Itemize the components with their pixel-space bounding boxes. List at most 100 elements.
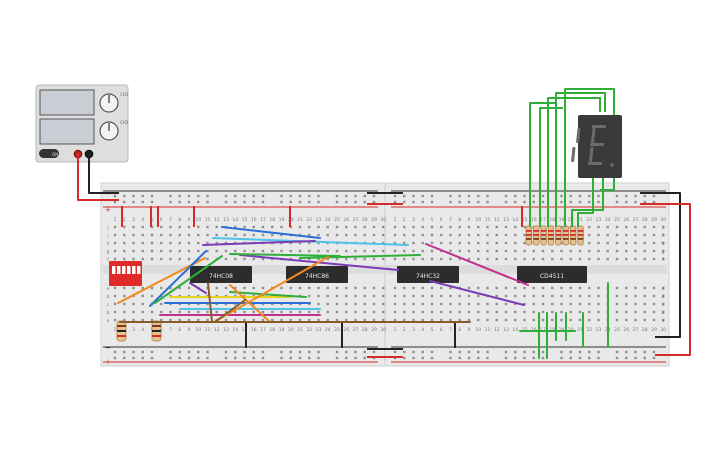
breadboard-hole[interactable]: [289, 241, 292, 245]
breadboard-hole[interactable]: [467, 294, 471, 298]
breadboard-hole[interactable]: [224, 356, 228, 360]
breadboard-hole[interactable]: [169, 249, 172, 253]
breadboard-hole[interactable]: [206, 249, 209, 253]
breadboard-hole[interactable]: [160, 318, 163, 322]
breadboard-hole[interactable]: [393, 200, 397, 204]
breadboard-hole[interactable]: [597, 194, 600, 198]
breadboard-hole[interactable]: [634, 356, 637, 360]
breadboard-hole[interactable]: [652, 310, 656, 314]
breadboard-hole[interactable]: [113, 356, 117, 360]
breadboard-hole[interactable]: [421, 233, 424, 237]
breadboard-hole[interactable]: [345, 294, 348, 298]
breadboard-hole[interactable]: [486, 233, 489, 237]
breadboard-hole[interactable]: [169, 318, 172, 322]
breadboard-hole[interactable]: [261, 350, 265, 354]
breadboard-hole[interactable]: [224, 350, 228, 354]
breadboard-hole[interactable]: [514, 350, 517, 354]
breadboard-hole[interactable]: [141, 249, 144, 253]
breadboard-hole[interactable]: [569, 302, 572, 306]
breadboard-hole[interactable]: [662, 225, 665, 229]
breadboard-hole[interactable]: [541, 302, 545, 306]
breadboard-hole[interactable]: [523, 241, 526, 245]
breadboard-hole[interactable]: [532, 194, 535, 198]
breadboard-hole[interactable]: [412, 356, 415, 360]
breadboard-hole[interactable]: [532, 286, 535, 290]
dip-toggle[interactable]: [137, 266, 141, 274]
breadboard-hole[interactable]: [178, 225, 181, 229]
chip-74hc32[interactable]: 74HC32: [397, 266, 459, 283]
breadboard-hole[interactable]: [289, 350, 292, 354]
breadboard-hole[interactable]: [634, 200, 637, 204]
breadboard-hole[interactable]: [150, 318, 154, 322]
breadboard-hole[interactable]: [588, 318, 591, 322]
breadboard-hole[interactable]: [662, 257, 665, 261]
breadboard-hole[interactable]: [440, 318, 443, 322]
breadboard-hole[interactable]: [430, 233, 434, 237]
wire-red[interactable]: [640, 203, 691, 356]
breadboard-hole[interactable]: [578, 249, 582, 253]
breadboard-hole[interactable]: [486, 225, 489, 229]
breadboard-hole[interactable]: [187, 310, 191, 314]
breadboard-hole[interactable]: [150, 233, 154, 237]
breadboard-hole[interactable]: [187, 318, 191, 322]
breadboard-hole[interactable]: [615, 286, 619, 290]
breadboard-hole[interactable]: [178, 249, 181, 253]
breadboard-hole[interactable]: [234, 310, 237, 314]
breadboard-hole[interactable]: [354, 233, 357, 237]
breadboard-hole[interactable]: [298, 318, 302, 322]
breadboard-hole[interactable]: [354, 318, 357, 322]
breadboard-hole[interactable]: [141, 310, 144, 314]
breadboard-hole[interactable]: [643, 257, 646, 261]
breadboard-hole[interactable]: [615, 310, 619, 314]
breadboard-hole[interactable]: [150, 241, 154, 245]
breadboard-hole[interactable]: [345, 286, 348, 290]
breadboard-hole[interactable]: [625, 310, 628, 314]
breadboard-hole[interactable]: [541, 294, 545, 298]
breadboard-hole[interactable]: [541, 257, 545, 261]
breadboard-hole[interactable]: [606, 249, 609, 253]
breadboard-hole[interactable]: [234, 318, 237, 322]
breadboard-hole[interactable]: [363, 200, 366, 204]
breadboard-hole[interactable]: [141, 350, 144, 354]
breadboard-hole[interactable]: [504, 249, 508, 253]
breadboard-hole[interactable]: [234, 257, 237, 261]
power-supply[interactable]: CH1 CH2 ON: [35, 84, 129, 163]
breadboard-hole[interactable]: [252, 310, 255, 314]
breadboard-hole[interactable]: [430, 356, 434, 360]
breadboard-hole[interactable]: [123, 286, 126, 290]
breadboard-hole[interactable]: [243, 310, 246, 314]
breadboard-hole[interactable]: [372, 310, 376, 314]
breadboard-hole[interactable]: [430, 286, 434, 290]
breadboard-hole[interactable]: [458, 302, 461, 306]
breadboard-hole[interactable]: [634, 286, 637, 290]
breadboard-hole[interactable]: [123, 194, 126, 198]
breadboard-hole[interactable]: [261, 318, 265, 322]
breadboard-hole[interactable]: [578, 294, 582, 298]
breadboard-hole[interactable]: [541, 318, 545, 322]
breadboard-hole[interactable]: [597, 356, 600, 360]
breadboard-hole[interactable]: [206, 356, 209, 360]
breadboard-hole[interactable]: [588, 302, 591, 306]
breadboard-hole[interactable]: [123, 356, 126, 360]
breadboard-hole[interactable]: [412, 286, 415, 290]
breadboard-hole[interactable]: [308, 241, 311, 245]
breadboard-hole[interactable]: [113, 257, 117, 261]
breadboard-hole[interactable]: [206, 194, 209, 198]
breadboard-hole[interactable]: [504, 350, 508, 354]
breadboard-hole[interactable]: [412, 241, 415, 245]
breadboard-hole[interactable]: [206, 233, 209, 237]
breadboard-hole[interactable]: [317, 286, 320, 290]
breadboard-hole[interactable]: [280, 318, 283, 322]
breadboard-hole[interactable]: [560, 225, 563, 229]
breadboard-hole[interactable]: [382, 225, 385, 229]
breadboard-hole[interactable]: [298, 200, 302, 204]
breadboard-hole[interactable]: [652, 356, 656, 360]
breadboard-hole[interactable]: [597, 200, 600, 204]
breadboard-hole[interactable]: [597, 310, 600, 314]
breadboard-hole[interactable]: [243, 200, 246, 204]
breadboard-hole[interactable]: [588, 200, 591, 204]
breadboard-hole[interactable]: [430, 350, 434, 354]
breadboard-hole[interactable]: [662, 302, 665, 306]
wire-green[interactable]: [229, 291, 307, 298]
breadboard-hole[interactable]: [615, 318, 619, 322]
